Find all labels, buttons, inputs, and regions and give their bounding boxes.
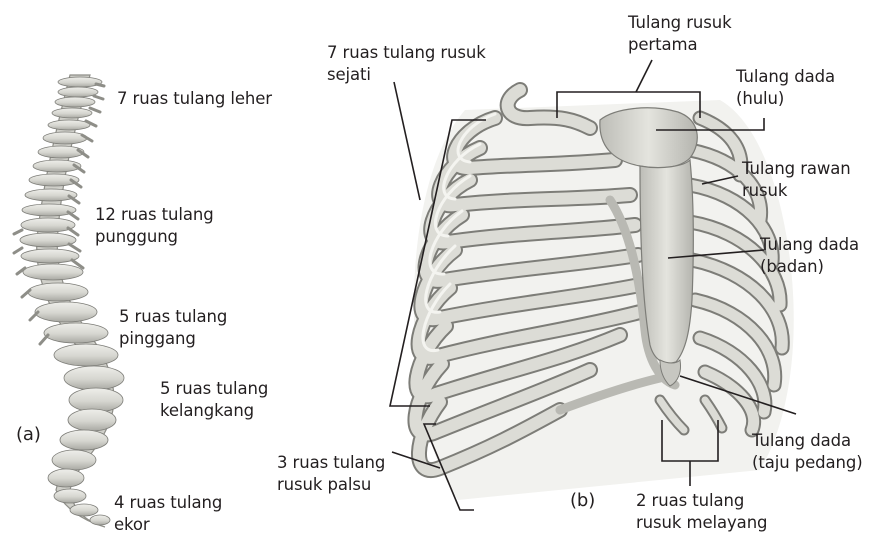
sacral-label-line-1: 5 ruas tulang <box>160 378 268 400</box>
manubrium-label-line-1: Tulang dada <box>736 66 835 88</box>
cervical-label-line-1: 7 ruas tulang leher <box>117 88 272 110</box>
false-ribs-label-line-2: rusuk palsu <box>277 474 385 496</box>
lumbar-label-line-2: pinggang <box>119 328 227 350</box>
sternum-body-label-line-2: (badan) <box>760 256 859 278</box>
sacral-label: 5 ruas tulang kelangkang <box>160 378 268 422</box>
sternum-body-label-line-1: Tulang dada <box>760 234 859 256</box>
true-ribs-label-line-2: sejati <box>327 64 486 86</box>
cervical-label: 7 ruas tulang leher <box>117 88 272 110</box>
cartilage-label-line-1: Tulang rawan <box>742 158 851 180</box>
lumbar-label: 5 ruas tulang pinggang <box>119 306 227 350</box>
manubrium-label-line-2: (hulu) <box>736 88 835 110</box>
figure-label-b-text: (b) <box>570 490 595 512</box>
spine-illustration <box>14 75 124 527</box>
sternum-body-label: Tulang dada (badan) <box>760 234 859 278</box>
cartilage-label: Tulang rawan rusuk <box>742 158 851 202</box>
sternum-body <box>640 160 693 363</box>
sacral-label-line-2: kelangkang <box>160 400 268 422</box>
cartilage-label-line-2: rusuk <box>742 180 851 202</box>
false-ribs-label-line-1: 3 ruas tulang <box>277 452 385 474</box>
first-rib-leader <box>636 60 652 92</box>
thoracic-label-line-2: punggung <box>95 226 214 248</box>
true-ribs-leader <box>394 82 420 200</box>
first-rib-label-line-1: Tulang rusuk <box>628 12 732 34</box>
figure-label-a: (a) <box>16 424 41 446</box>
floating-ribs-label-line-1: 2 ruas tulang <box>636 490 767 512</box>
figure-label-b: (b) <box>570 490 595 512</box>
figure-label-a-text: (a) <box>16 424 41 446</box>
xiphoid-label: Tulang dada (taju pedang) <box>752 430 863 474</box>
first-rib-label: Tulang rusuk pertama <box>628 12 732 56</box>
floating-ribs-label: 2 ruas tulang rusuk melayang <box>636 490 767 534</box>
xiphoid-label-line-1: Tulang dada <box>752 430 863 452</box>
first-rib-label-line-2: pertama <box>628 34 732 56</box>
ribcage-illustration <box>414 90 794 500</box>
true-ribs-label: 7 ruas tulang rusuk sejati <box>327 42 486 86</box>
manubrium-label: Tulang dada (hulu) <box>736 66 835 110</box>
true-ribs-label-line-1: 7 ruas tulang rusuk <box>327 42 486 64</box>
floating-ribs-label-line-2: rusuk melayang <box>636 512 767 534</box>
lumbar-label-line-1: 5 ruas tulang <box>119 306 227 328</box>
coccyx-label-line-2: ekor <box>114 514 222 536</box>
thoracic-label: 12 ruas tulang punggung <box>95 204 214 248</box>
coccyx-label: 4 ruas tulang ekor <box>114 492 222 536</box>
xiphoid-label-line-2: (taju pedang) <box>752 452 863 474</box>
coccyx-label-line-1: 4 ruas tulang <box>114 492 222 514</box>
thoracic-label-line-1: 12 ruas tulang <box>95 204 214 226</box>
false-ribs-label: 3 ruas tulang rusuk palsu <box>277 452 385 496</box>
